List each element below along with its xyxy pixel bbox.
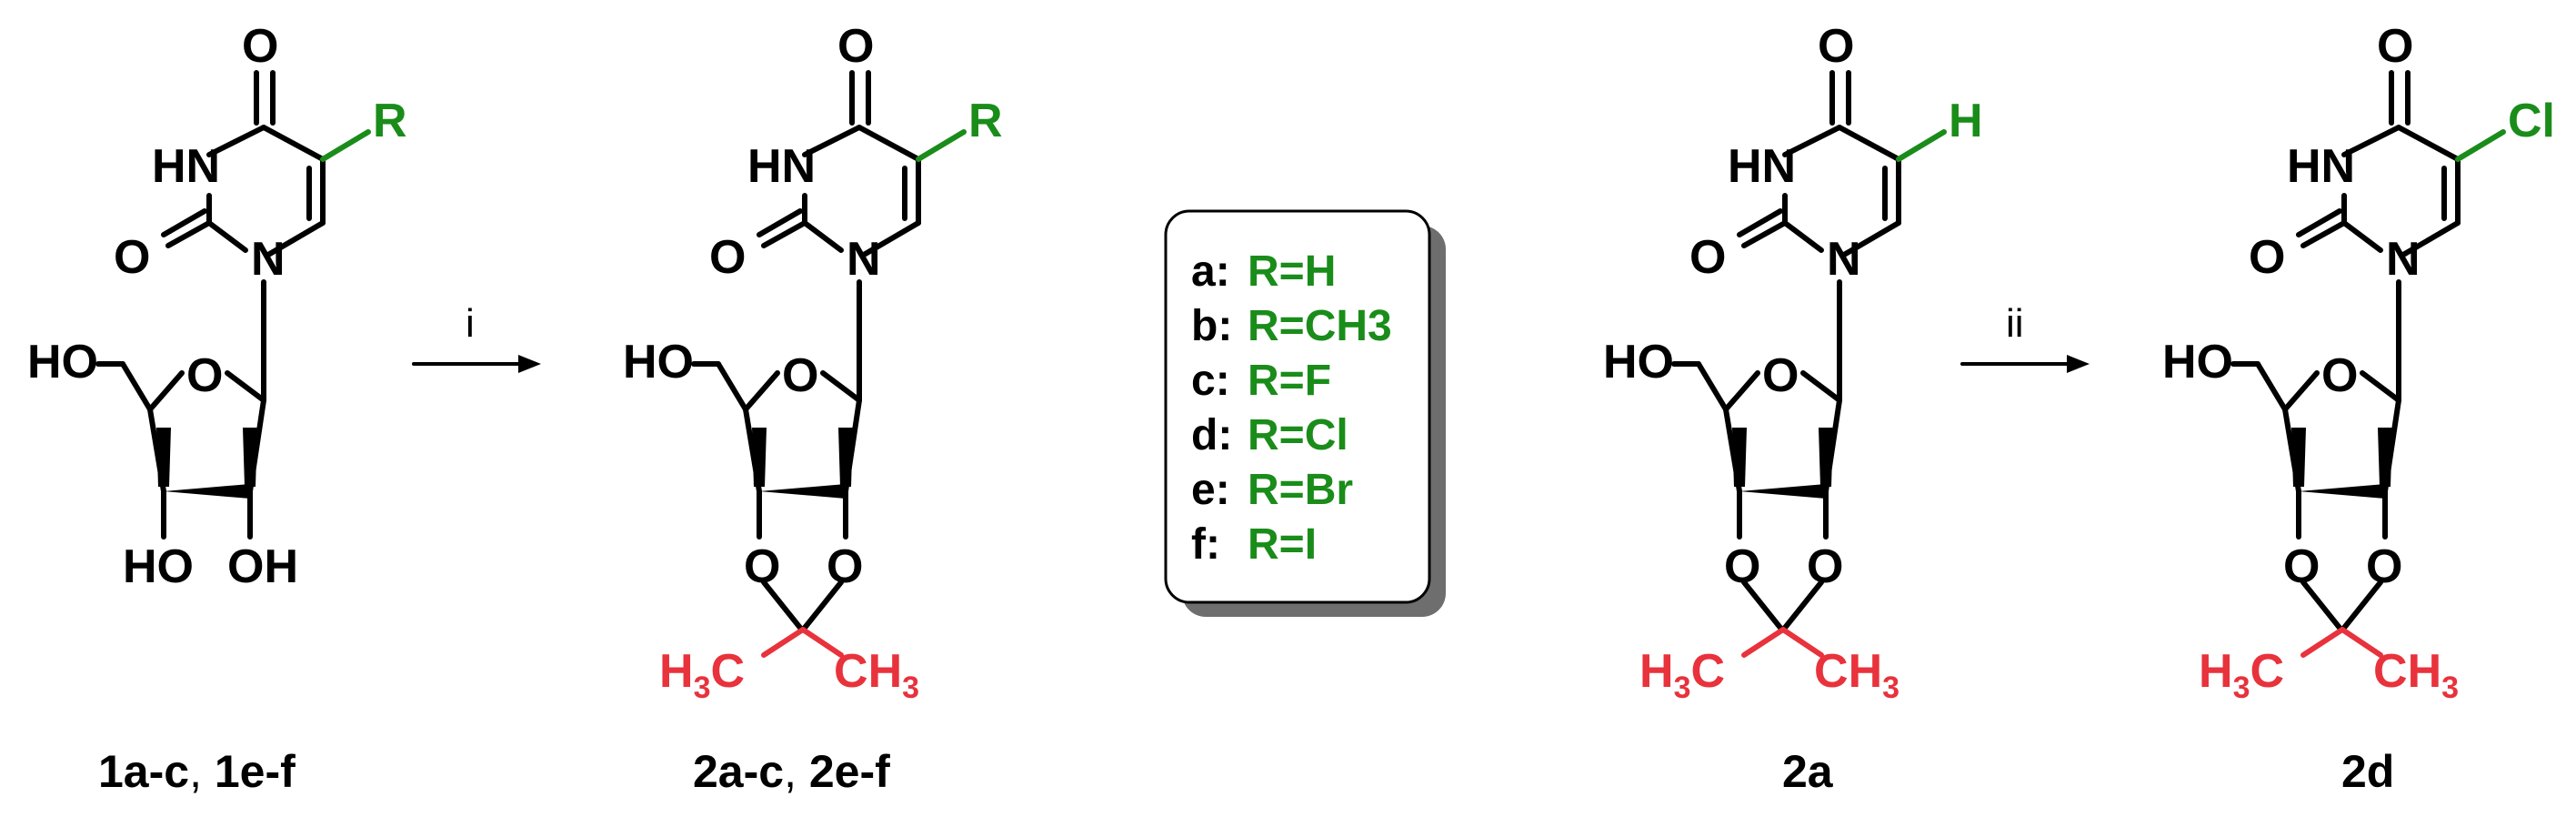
substituent-legend: a: R=H b: R=CH3 c: R=F d: R=Cl e: R=Br f: R=I [1164, 209, 1446, 617]
atom-o: O [1807, 540, 1843, 593]
reagent-ii-label: ii [2006, 301, 2024, 346]
legend-value: R=I [1248, 520, 1317, 569]
legend-key: b: [1191, 302, 1232, 350]
compound-2d-structure: O O HN O N Cl HO O O H3C CH3 [2162, 20, 2555, 705]
reaction-arrow-i: i [412, 301, 541, 373]
substituent-cl: Cl [2508, 95, 2555, 147]
atom-o: O [186, 349, 223, 402]
legend-key: f: [1191, 520, 1220, 569]
atom-o: O [837, 20, 874, 73]
methyl-right: CH3 [1814, 645, 1899, 705]
atom-ho: HO [27, 336, 98, 388]
legend-value: R=H [1248, 247, 1336, 296]
atom-ho: HO [623, 336, 694, 388]
reaction-arrow-ii: ii [1960, 301, 2090, 373]
compound-2d-label: 2d [2341, 746, 2394, 797]
atom-o: O [242, 20, 278, 73]
methyl-left: H3C [2199, 645, 2284, 705]
compound-2a-structure: O O HN O N H HO O O H3C CH3 [1603, 20, 1983, 705]
atom-o: O [2283, 540, 2320, 593]
atom-o: O [2366, 540, 2402, 593]
compound-2-structure: O O HN O N R HO O O H3C CH3 [623, 20, 1003, 705]
substituent-r: R [373, 95, 407, 147]
atom-o: O [1724, 540, 1760, 593]
atom-o: O [2321, 349, 2358, 402]
methyl-right: CH3 [834, 645, 919, 705]
atom-hn: HN [152, 140, 220, 193]
legend-key: d: [1191, 411, 1232, 459]
legend-value: R=Br [1248, 466, 1353, 514]
atom-n: N [847, 233, 881, 286]
compound-2a-label: 2a [1782, 746, 1834, 797]
atom-n: N [2386, 233, 2421, 286]
atom-n: N [251, 233, 286, 286]
substituent-r: R [968, 95, 1003, 147]
atom-o: O [782, 349, 818, 402]
legend-key: c: [1191, 357, 1230, 405]
atom-ho: HO [2162, 336, 2233, 388]
reagent-i-label: i [466, 301, 475, 346]
atom-n: N [1827, 233, 1861, 286]
methyl-left: H3C [659, 645, 745, 705]
methyl-right: CH3 [2373, 645, 2459, 705]
atom-hn: HN [1728, 140, 1796, 193]
substituent-h: H [1949, 95, 1983, 147]
legend-key: a: [1191, 247, 1230, 296]
legend-value: R=Cl [1248, 411, 1348, 459]
legend-value: R=F [1248, 357, 1331, 405]
atom-o: O [2377, 20, 2413, 73]
atom-o: O [744, 540, 780, 593]
atom-ho: HO [123, 540, 194, 593]
legend-key: e: [1191, 466, 1230, 514]
methyl-left: H3C [1639, 645, 1725, 705]
compound-2-label: 2a-c, 2e-f [693, 746, 890, 797]
atom-o: O [1818, 20, 1854, 73]
legend-value: R=CH3 [1248, 302, 1392, 350]
atom-o: O [2249, 231, 2285, 284]
atom-o: O [709, 231, 746, 284]
compound-1-label: 1a-c, 1e-f [98, 746, 296, 797]
compound-1-structure: O HN O N R O HO HO OH [27, 20, 407, 593]
atom-o: O [1689, 231, 1726, 284]
atom-hn: HN [2287, 140, 2355, 193]
atom-ho: HO [1603, 336, 1674, 388]
atom-oh: OH [227, 540, 298, 593]
atom-o: O [827, 540, 863, 593]
atom-hn: HN [747, 140, 816, 193]
atom-o: O [1762, 349, 1799, 402]
atom-o: O [114, 231, 150, 284]
